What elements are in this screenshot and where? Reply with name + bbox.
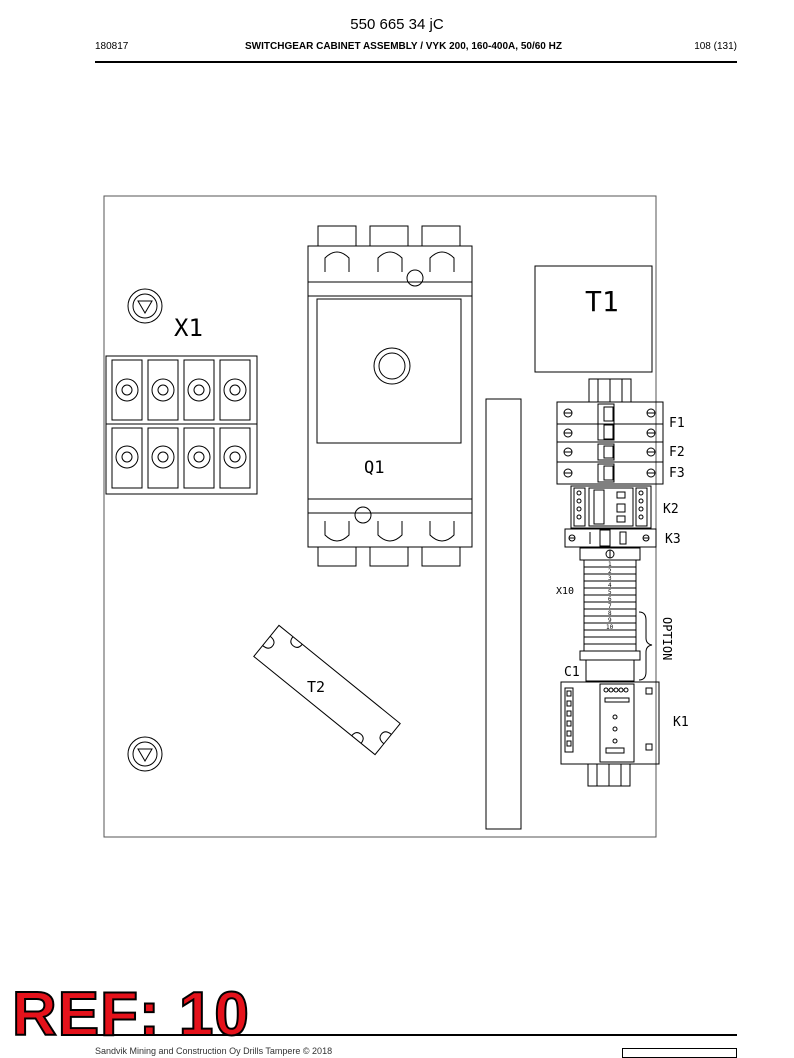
c1-capacitor (585, 659, 635, 682)
label-t2: T2 (307, 678, 325, 696)
sandvik-logo (622, 1048, 737, 1058)
document-title: SWITCHGEAR CABINET ASSEMBLY / VYK 200, 1… (245, 41, 562, 52)
header-rule (95, 61, 737, 63)
terminal-number-6: 6 (608, 596, 612, 603)
terminal-number-9: 9 (608, 617, 612, 624)
label-c1: C1 (564, 665, 580, 680)
terminal-number-8: 8 (608, 610, 612, 617)
terminal-number-4: 4 (608, 582, 612, 589)
page-number: 108 (131) (694, 41, 737, 52)
din-rail-stack (588, 378, 632, 403)
document-date: 180817 (95, 41, 129, 52)
terminal-number-10: 10 (606, 624, 614, 631)
f1-fuse (556, 401, 664, 443)
f3-fuse (556, 461, 664, 485)
label-option: OPTION (660, 617, 674, 660)
terminal-number-5: 5 (608, 589, 612, 596)
option-bracket (638, 611, 653, 681)
label-x10: X10 (556, 586, 574, 597)
terminal-number-7: 7 (608, 603, 612, 610)
f2-fuse (556, 441, 664, 463)
mounting-plate (103, 195, 657, 838)
terminal-number-1: 1 (608, 561, 612, 568)
label-k1: K1 (673, 715, 689, 730)
label-k2: K2 (663, 502, 679, 517)
label-f1: F1 (669, 416, 685, 431)
label-t1: T1 (585, 285, 619, 318)
label-k3: K3 (665, 532, 681, 547)
t1-transformer (534, 265, 653, 373)
k3-relay (564, 528, 657, 548)
label-f2: F2 (669, 445, 685, 460)
q1-main-switch (307, 225, 473, 567)
mounting-hole-top (127, 288, 163, 324)
x10-terminal-strip (579, 547, 641, 661)
ref-label: REF: 10 (11, 980, 250, 1049)
t2-component (253, 624, 401, 756)
label-f3: F3 (669, 466, 685, 481)
terminal-number-2: 2 (608, 568, 612, 575)
terminal-number-3: 3 (608, 575, 612, 582)
k1-module (560, 681, 660, 787)
label-x1: X1 (174, 314, 203, 342)
label-q1: Q1 (364, 458, 384, 478)
cable-duct (485, 398, 522, 830)
footer-copyright: Sandvik Mining and Construction Oy Drill… (95, 1046, 333, 1056)
mounting-hole-bottom (127, 736, 163, 772)
x1-terminal-block (105, 355, 258, 495)
k2-contactor (570, 485, 652, 529)
x10-terminal-numbers: 1 2 3 4 5 6 7 8 9 10 (606, 561, 614, 631)
footer-rule (95, 1034, 737, 1036)
document-number: 550 665 34 jC (350, 16, 444, 33)
